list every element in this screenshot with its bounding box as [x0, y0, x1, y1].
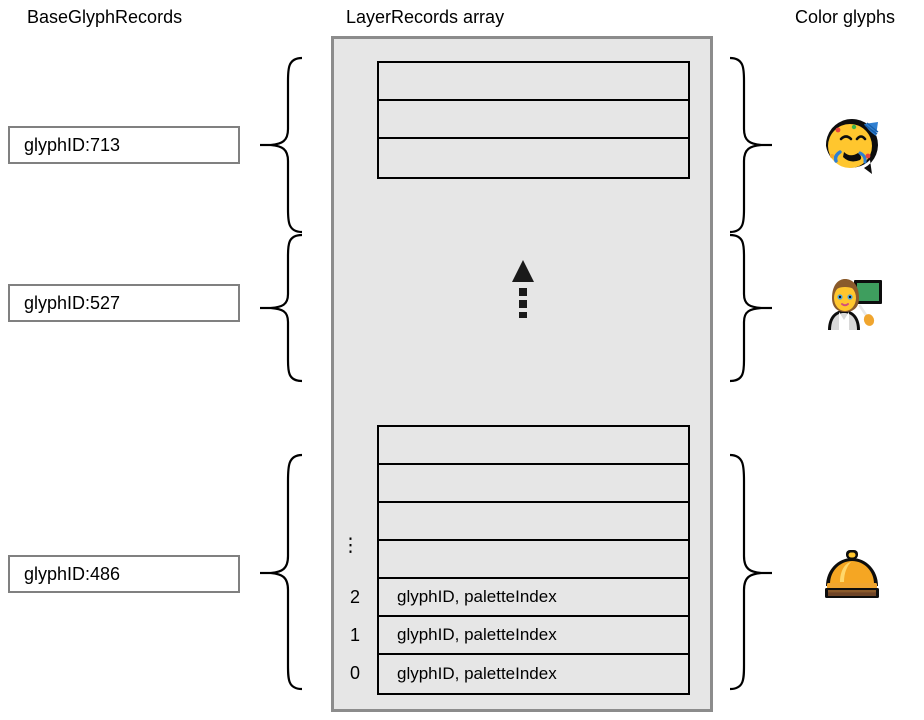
- brace-right-color-glyph-0: [729, 56, 772, 234]
- layer-record-row: [379, 139, 688, 177]
- bellhop-bell-emoji: [825, 550, 879, 598]
- layer-record-label: glyphID, paletteIndex: [397, 587, 557, 606]
- base-glyph-record-box: glyphID:486: [8, 555, 240, 593]
- layer-record-row: [379, 503, 688, 541]
- layer-record-row: glyphID, paletteIndex: [379, 579, 688, 617]
- base-glyph-record-label: glyphID:527: [24, 292, 121, 313]
- layer-records-top-group: [377, 61, 690, 179]
- base-glyph-record-box: glyphID:713: [8, 126, 240, 164]
- column-heading-layer-records-array: LayerRecords array: [346, 7, 505, 27]
- layer-record-index-0: 0: [349, 663, 360, 683]
- base-glyph-record-box: glyphID:527: [8, 284, 240, 322]
- layer-record-row: [379, 63, 688, 101]
- base-glyph-record-label: glyphID:486: [24, 563, 121, 584]
- column-heading-base-glyph-records: BaseGlyphRecords: [27, 7, 183, 27]
- brace-left-glyph-713: [260, 56, 303, 234]
- layer-record-row: [379, 541, 688, 579]
- partying-face-emoji: [825, 118, 879, 174]
- layer-record-row: glyphID, paletteIndex: [379, 655, 688, 693]
- layer-record-index-ellipsis: ⋮: [341, 535, 360, 556]
- layer-record-index-1: 1: [349, 625, 360, 645]
- layer-record-index-2: 2: [349, 587, 360, 607]
- layer-record-label: glyphID, paletteIndex: [397, 664, 557, 683]
- base-glyph-record-label: glyphID:713: [24, 134, 121, 155]
- brace-right-color-glyph-2: [729, 453, 772, 691]
- layer-record-row: [379, 427, 688, 465]
- dotted-up-arrow-icon: [512, 260, 534, 318]
- brace-left-glyph-486: [260, 453, 303, 691]
- column-heading-color-glyphs: Color glyphs: [795, 7, 896, 27]
- layer-record-row: [379, 465, 688, 503]
- layer-record-label: glyphID, paletteIndex: [397, 625, 557, 644]
- layer-record-row: [379, 101, 688, 139]
- layer-record-row: glyphID, paletteIndex: [379, 617, 688, 655]
- brace-right-color-glyph-1: [729, 233, 772, 383]
- brace-left-glyph-527: [260, 233, 303, 383]
- woman-teacher-emoji: [828, 279, 882, 330]
- layer-records-bottom-group: glyphID, paletteIndex glyphID, paletteIn…: [377, 425, 690, 695]
